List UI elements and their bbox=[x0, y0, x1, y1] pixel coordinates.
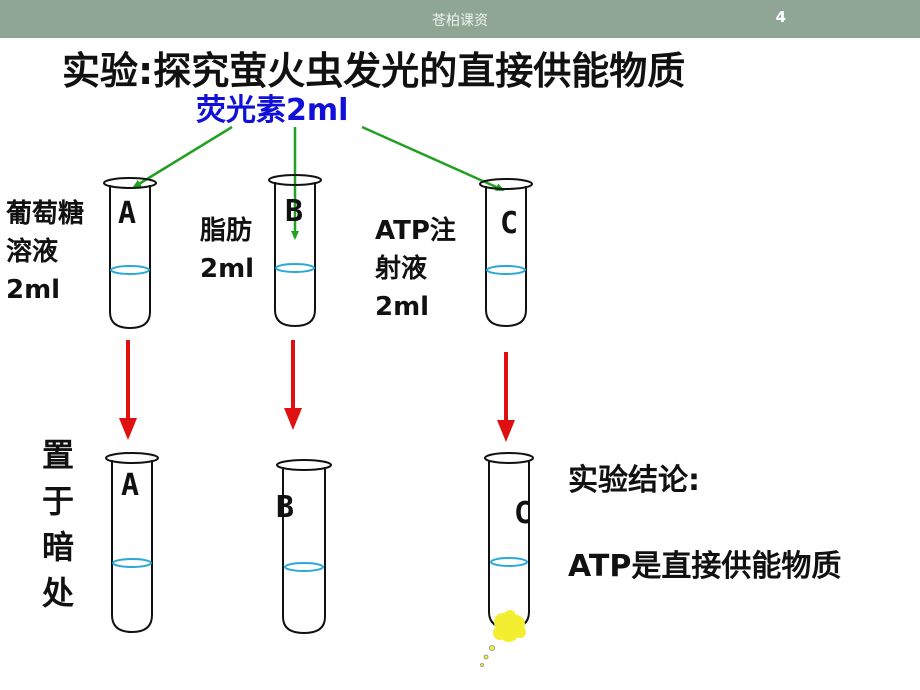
tube-letter-top-c: C bbox=[500, 206, 519, 241]
page-number: 4 bbox=[775, 8, 786, 26]
label-c-line3: 2ml bbox=[375, 292, 430, 322]
label-a-line3: 2ml bbox=[6, 275, 61, 305]
test-tube-top-a bbox=[103, 177, 157, 330]
conclusion-heading: 实验结论: bbox=[568, 463, 700, 498]
test-tube-top-b bbox=[268, 174, 322, 328]
red-arrow-b bbox=[284, 340, 302, 430]
test-tube-top-c bbox=[479, 178, 533, 328]
test-tube-bottom-a bbox=[105, 452, 159, 634]
label-c-line2: 射液 bbox=[375, 254, 428, 284]
glow-light bbox=[480, 610, 526, 667]
label-b-line2: 2ml bbox=[200, 254, 255, 284]
green-arrow-a bbox=[132, 125, 233, 189]
tube-letter-bottom-a: A bbox=[121, 468, 140, 503]
page-title: 实验:探究萤火虫发光的直接供能物质 bbox=[62, 49, 686, 93]
dark-place-char: 置 bbox=[41, 436, 74, 474]
label-a-line1: 葡萄糖 bbox=[6, 199, 85, 229]
red-arrow-c bbox=[497, 352, 515, 442]
label-a-line2: 溶液 bbox=[6, 237, 59, 267]
dark-place-char: 处 bbox=[41, 574, 74, 612]
test-tube-bottom-c bbox=[484, 452, 534, 630]
source-label: 苍柏课资 bbox=[432, 13, 488, 29]
red-arrow-a bbox=[119, 340, 137, 440]
tube-letter-bottom-c: C bbox=[514, 496, 533, 531]
dark-place-char: 于 bbox=[41, 482, 74, 520]
dark-place-char: 暗 bbox=[41, 528, 74, 566]
test-tube-bottom-b bbox=[276, 459, 332, 635]
dark-place-label: 置 于 暗 处 bbox=[38, 432, 78, 616]
green-arrow-c bbox=[361, 125, 505, 192]
conclusion-text: ATP是直接供能物质 bbox=[568, 549, 842, 584]
header-bar: 苍柏课资 4 bbox=[0, 0, 920, 38]
tube-letter-top-a: A bbox=[118, 196, 137, 231]
label-b-line1: 脂肪 bbox=[200, 216, 253, 246]
tube-letter-top-b: B bbox=[285, 194, 304, 229]
luciferin-label: 荧光素2ml bbox=[196, 93, 349, 128]
label-c-line1: ATP注 bbox=[375, 216, 456, 246]
tube-letter-bottom-b: B bbox=[276, 490, 295, 525]
